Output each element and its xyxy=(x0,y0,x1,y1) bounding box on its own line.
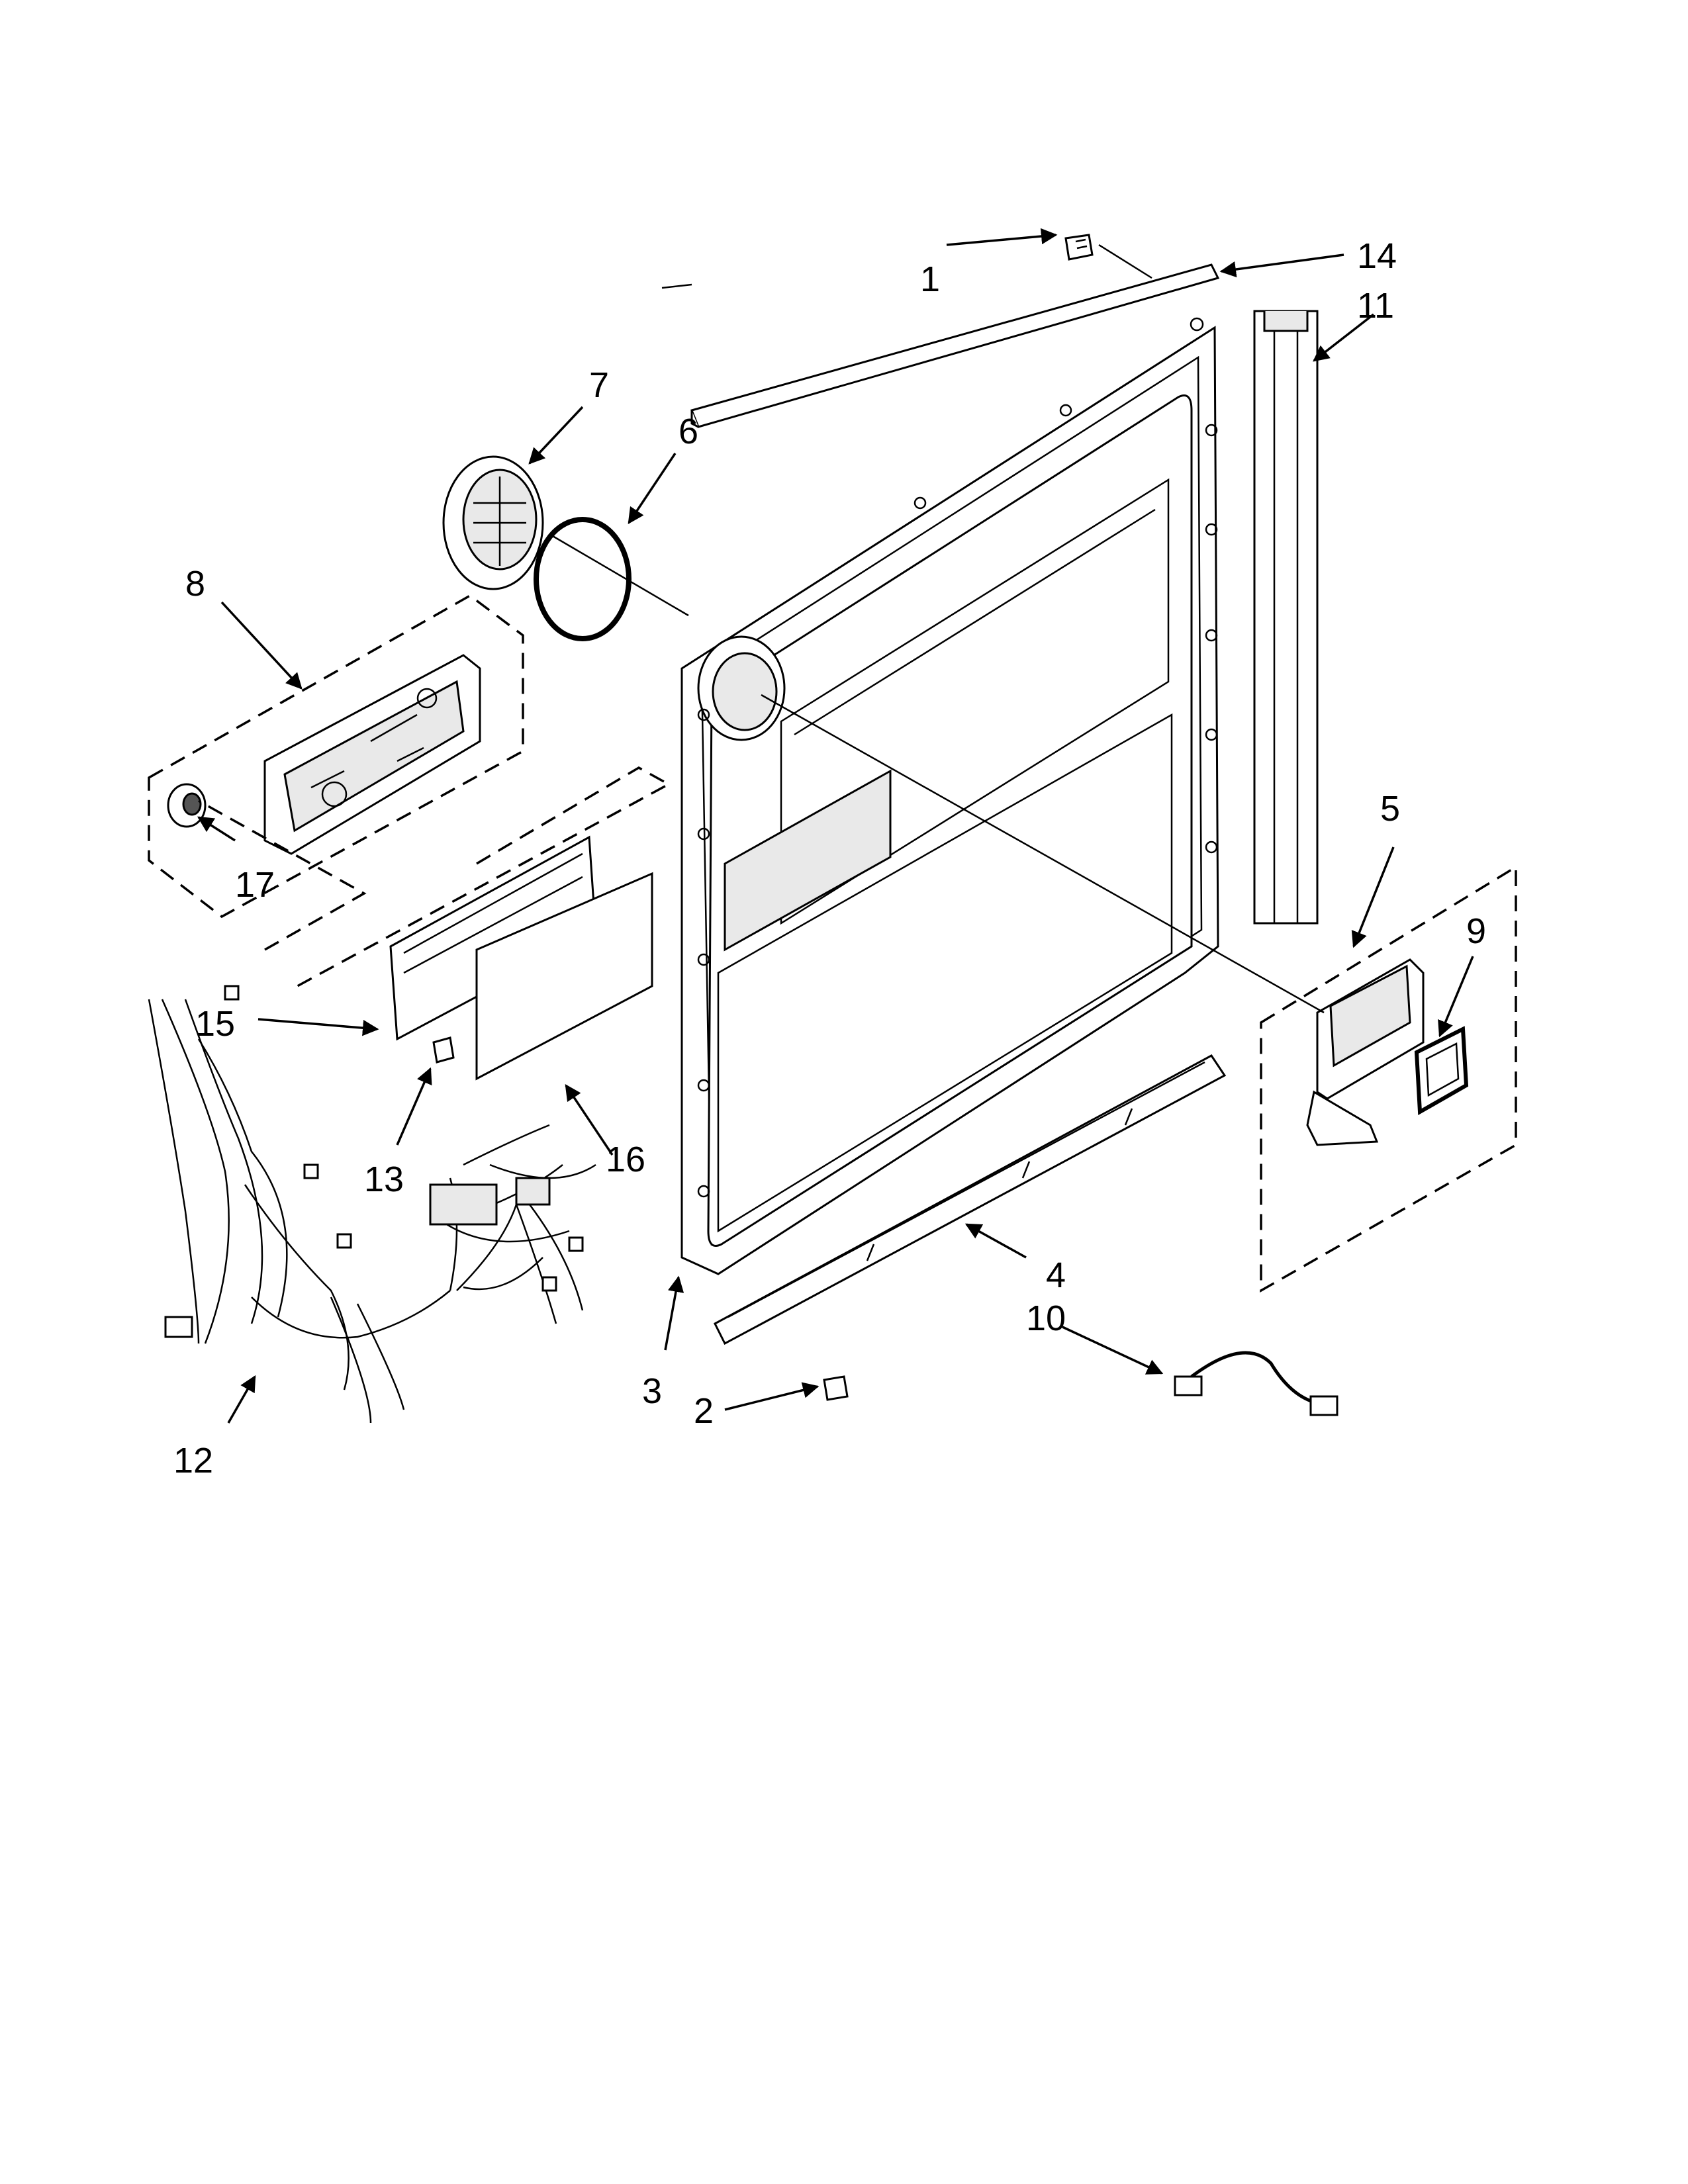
callout-15: 15 xyxy=(195,1004,235,1044)
callout-4: 4 xyxy=(1046,1255,1066,1295)
dispenser-group xyxy=(1260,864,1517,1293)
callout-17: 17 xyxy=(235,865,275,905)
assembly-line-trim xyxy=(661,244,1152,289)
callout-5: 5 xyxy=(1380,789,1400,829)
screw-board xyxy=(432,1036,455,1064)
control-board-shield xyxy=(475,872,653,1081)
control-knob xyxy=(167,783,207,828)
wiring-harness xyxy=(148,985,596,1424)
top-door-trim xyxy=(690,263,1220,428)
callout-16: 16 xyxy=(606,1140,645,1179)
side-door-gasket xyxy=(1253,310,1319,925)
callout-1: 1 xyxy=(920,259,940,299)
screw-bottom xyxy=(823,1375,849,1401)
vent-cover xyxy=(442,455,544,590)
control-module-group xyxy=(148,594,524,919)
callout-8: 8 xyxy=(185,564,205,604)
assembly-line-dispenser xyxy=(761,694,1325,1014)
callout-12: 12 xyxy=(173,1441,213,1480)
callout-2: 2 xyxy=(694,1391,714,1431)
board-guide-dashes xyxy=(198,766,671,991)
callout-6: 6 xyxy=(679,412,698,451)
bottom-door-strip xyxy=(714,1054,1227,1345)
wire-jumper xyxy=(1174,1351,1338,1416)
callout-7: 7 xyxy=(589,365,609,405)
callout-3: 3 xyxy=(642,1371,662,1411)
callout-10: 10 xyxy=(1026,1298,1066,1338)
callout-14: 14 xyxy=(1357,236,1397,276)
callout-arrows xyxy=(197,228,1474,1424)
screw-top xyxy=(1064,234,1094,261)
callout-9: 9 xyxy=(1466,911,1486,951)
callout-11: 11 xyxy=(1357,286,1394,326)
assembly-line-vent xyxy=(552,535,689,617)
callout-13: 13 xyxy=(364,1160,404,1199)
inner-door-panel xyxy=(680,317,1219,1275)
vent-gasket-ring xyxy=(534,517,632,641)
